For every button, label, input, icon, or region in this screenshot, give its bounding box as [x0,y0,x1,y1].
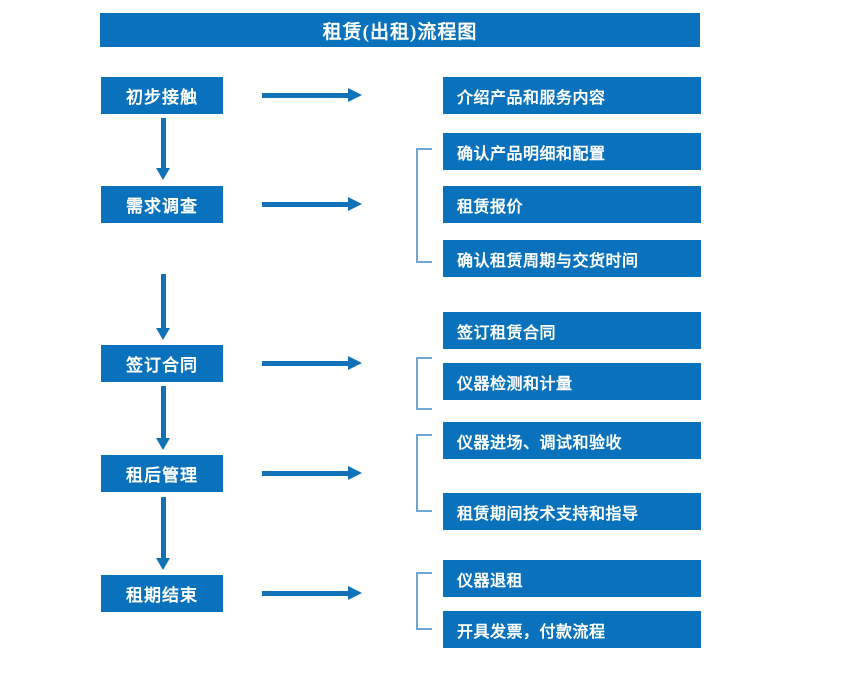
horizontal-arrow-sign-contract [262,356,362,370]
arrow-head-right-icon [348,466,362,480]
arrow-shaft [161,118,166,168]
vertical-arrow-contract-to-management [156,386,170,450]
detail-box-introduce-products[interactable]: 介绍产品和服务内容 [443,77,701,114]
bracket-connector-demand-survey [416,148,432,263]
page-title: 租赁(出租)流程图 [100,13,700,47]
horizontal-arrow-post-rental [262,466,362,480]
horizontal-arrow-initial-contact [262,88,362,102]
arrow-head-right-icon [348,356,362,370]
arrow-head-right-icon [348,88,362,102]
arrow-shaft [161,274,166,328]
arrow-shaft [161,386,166,438]
arrow-shaft [262,93,350,98]
arrow-shaft [161,497,166,558]
detail-box-rental-quotation[interactable]: 租赁报价 [443,186,701,223]
arrow-shaft [262,202,350,207]
stage-box-sign-contract[interactable]: 签订合同 [101,345,223,382]
stage-box-post-rental-management[interactable]: 租后管理 [101,455,223,492]
stage-box-demand-survey[interactable]: 需求调查 [101,186,223,223]
arrow-head-down-icon [156,168,170,180]
horizontal-arrow-demand-survey [262,197,362,211]
detail-box-instrument-inspection[interactable]: 仪器检测和计量 [443,363,701,400]
vertical-arrow-management-to-end [156,497,170,570]
detail-box-technical-support[interactable]: 租赁期间技术支持和指导 [443,493,701,530]
arrow-head-down-icon [156,328,170,340]
arrow-head-right-icon [348,197,362,211]
detail-box-confirm-product-spec[interactable]: 确认产品明细和配置 [443,133,701,170]
bracket-connector-sign-contract [416,357,432,410]
detail-box-sign-rental-contract[interactable]: 签订租赁合同 [443,312,701,349]
detail-box-invoice-payment[interactable]: 开具发票，付款流程 [443,611,701,648]
vertical-arrow-contact-to-survey [156,118,170,180]
horizontal-arrow-rental-end [262,586,362,600]
vertical-arrow-survey-to-contract [156,274,170,340]
arrow-shaft [262,361,350,366]
arrow-shaft [262,591,350,596]
arrow-head-right-icon [348,586,362,600]
arrow-head-down-icon [156,438,170,450]
detail-box-instrument-onsite-commission[interactable]: 仪器进场、调试和验收 [443,422,701,459]
detail-box-instrument-return[interactable]: 仪器退租 [443,560,701,597]
stage-box-rental-end[interactable]: 租期结束 [101,575,223,612]
bracket-connector-post-rental [416,434,432,512]
detail-box-confirm-period-delivery[interactable]: 确认租赁周期与交货时间 [443,240,701,277]
arrow-shaft [262,471,350,476]
stage-box-initial-contact[interactable]: 初步接触 [101,77,223,114]
arrow-head-down-icon [156,558,170,570]
bracket-connector-rental-end [416,572,432,630]
